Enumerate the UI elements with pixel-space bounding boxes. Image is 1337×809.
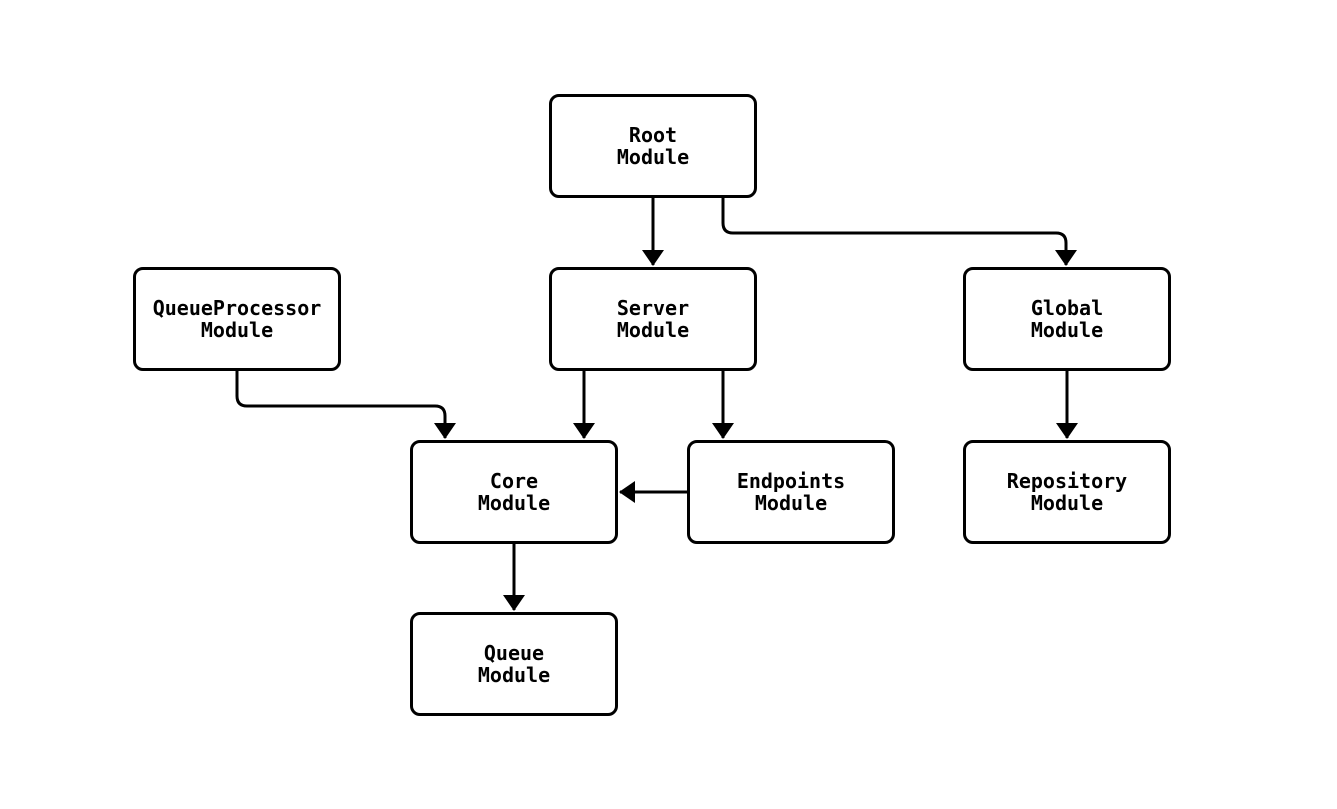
edge-root-to-global-arrow xyxy=(721,198,1077,266)
node-repository-module: Repository Module xyxy=(963,440,1171,544)
node-queue-module: Queue Module xyxy=(410,612,618,716)
edge-queueprocessor-to-core-arrow xyxy=(235,371,456,439)
node-root-module: Root Module xyxy=(549,94,757,198)
node-endpoints-module: Endpoints Module xyxy=(687,440,895,544)
node-global-module: Global Module xyxy=(963,267,1171,371)
node-core-module: Core Module xyxy=(410,440,618,544)
node-server-module: Server Module xyxy=(549,267,757,371)
node-queueprocessor-module: QueueProcessor Module xyxy=(133,267,341,371)
